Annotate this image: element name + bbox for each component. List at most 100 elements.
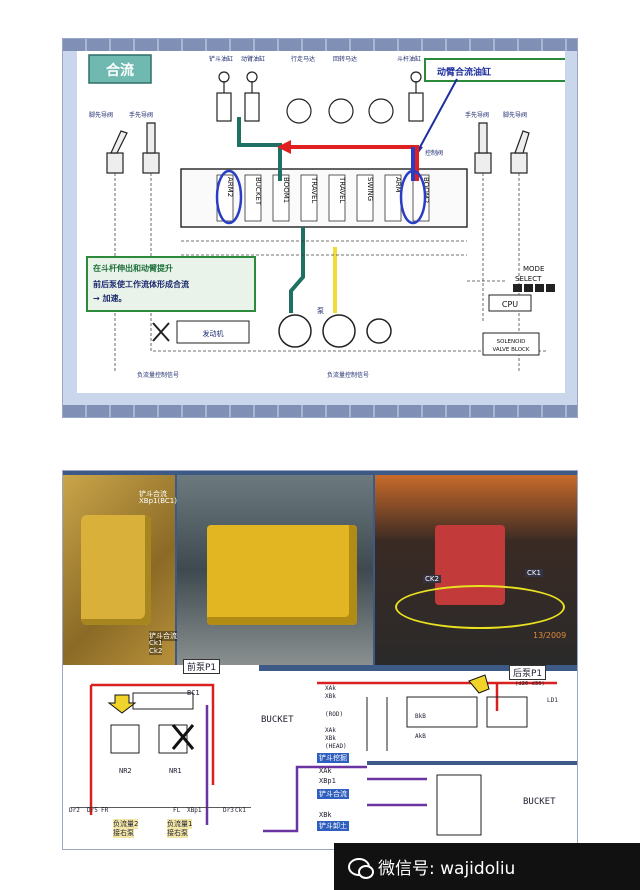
spool-3 xyxy=(300,174,318,222)
right-hand-pilot-label: 手先导阀 xyxy=(465,111,489,119)
wechat-icon xyxy=(348,857,374,879)
bucket-port-tag: (HEAD) xyxy=(325,743,347,750)
pump-label: 泵 xyxy=(317,307,324,315)
pilot-lines xyxy=(114,173,547,371)
solenoid-label: SOLENOID xyxy=(497,339,526,345)
bucket-label: BUCKET xyxy=(261,715,294,725)
negative-flow-right: 负流量控制信号 xyxy=(327,371,369,379)
spool-label: BOOM1 xyxy=(282,177,290,203)
nr1-label: NR1 xyxy=(169,767,182,775)
spool-label: ARM2 xyxy=(226,177,234,197)
valve-body-1 xyxy=(81,515,151,625)
cpu-box xyxy=(488,294,532,312)
bucket-port-code: XBk xyxy=(319,811,332,819)
bucket-port-tag: XBk xyxy=(325,693,336,700)
photo-label: Ck2 xyxy=(149,647,163,655)
wechat-watermark: 微信号: wajidoliu xyxy=(334,843,640,890)
valve-photo-3 xyxy=(375,475,577,665)
mode-button-3 xyxy=(546,284,555,292)
port-code: Dr5 xyxy=(87,807,98,814)
spool-label: ARM xyxy=(394,177,402,193)
left-foot-pilot-label: 脚先导阀 xyxy=(89,111,113,119)
actuator-label: 铲斗油缸 xyxy=(209,55,233,63)
actuator-label: 动臂油缸 xyxy=(241,55,265,63)
schematic-right xyxy=(257,671,577,761)
neg-flow-1: 接右泵 xyxy=(167,828,188,838)
boom2-highlight xyxy=(399,169,427,225)
port-code: Dr3 xyxy=(223,807,234,814)
pumps xyxy=(278,314,392,348)
bottom-brick-border xyxy=(63,405,577,417)
front-pump-label: 前泵P1 xyxy=(183,659,221,674)
bucket-port-tag: XAk xyxy=(325,727,336,734)
mode-button-0 xyxy=(513,284,522,292)
left-flow-paths xyxy=(89,683,215,825)
photo-label: XBp1(BC1) xyxy=(139,497,177,505)
photo-label: Ck1 xyxy=(149,639,163,647)
red-flow-line xyxy=(287,145,419,181)
select-label: SELECT xyxy=(515,275,542,283)
port-code: XBp1 xyxy=(187,807,202,814)
port-code: FL xyxy=(173,807,181,814)
photo-label: 铲斗合流 xyxy=(139,490,167,498)
port-code: Dr2 xyxy=(69,807,80,814)
neg-flow-1: 负流量1 xyxy=(167,819,193,829)
note-line-2: 前后泵使工作流体形成合流 xyxy=(93,279,189,289)
actuator-label: 回转马达 xyxy=(333,55,357,63)
title-box xyxy=(88,54,152,84)
fan-icon xyxy=(152,322,170,342)
callout-arrow xyxy=(418,78,458,150)
spool-label: BOOM2 xyxy=(422,177,430,203)
bucket-function-tag: 铲斗卸土 xyxy=(317,821,349,831)
valve-photo-2 xyxy=(177,475,373,665)
note-line-3: → 加速。 xyxy=(93,293,127,303)
flow-paths xyxy=(237,117,419,313)
spool-4 xyxy=(328,174,346,222)
engine-box xyxy=(176,320,250,344)
photo-date: 13/2009 xyxy=(533,631,567,640)
mode-button-2 xyxy=(535,284,544,292)
neg-flow-2: 负流量2 xyxy=(113,819,139,829)
port-code: Ck1 xyxy=(235,807,246,814)
note-line-1: 在斗杆伸出和动臂提升 xyxy=(93,263,173,273)
rear-pump-label: 后泵P1 xyxy=(509,665,547,680)
bucket-port-tag: XBk xyxy=(325,735,336,742)
rear-code: (d20-d30) xyxy=(515,681,545,687)
bc1-label: BC1 xyxy=(187,689,200,697)
spool-label: BUCKET xyxy=(254,177,262,206)
note-box xyxy=(86,256,256,312)
bucket-port-tag: AkB xyxy=(415,733,426,740)
curve-arrow-icon xyxy=(468,674,490,694)
bucket-function-tag: 铲斗合流 xyxy=(317,789,349,799)
bucket-port-tag: BkB xyxy=(415,713,426,720)
left-hand-pilot-label: 手先导阀 xyxy=(129,111,153,119)
actuators xyxy=(216,71,424,124)
bucket-port-tag: XAk xyxy=(325,685,336,692)
valve-block-label: VALVE BLOCK xyxy=(492,347,529,353)
green-flow-line xyxy=(237,117,282,181)
x-mark xyxy=(171,724,195,750)
actuator-label: 行走马达 xyxy=(291,55,315,63)
bucket-port-code: XAk xyxy=(319,767,332,775)
spool-label: SWING xyxy=(366,177,374,201)
yellow-ellipse xyxy=(395,585,565,629)
valve-photo-1 xyxy=(63,475,175,665)
neg-flow-2: 接右泵 xyxy=(113,828,134,838)
ld-code: LD1 xyxy=(547,697,558,704)
cpu-label: CPU xyxy=(502,300,518,309)
spool-5 xyxy=(356,174,374,222)
ck1-label: CK1 xyxy=(525,569,543,577)
nr2-label: NR2 xyxy=(119,767,132,775)
mode-button-1 xyxy=(524,284,533,292)
mode-buttons xyxy=(513,284,555,292)
valve-body-2 xyxy=(207,525,357,625)
right-foot-pilot-label: 脚先导阀 xyxy=(503,111,527,119)
green-pump-line xyxy=(289,227,305,313)
bucket-function-tag: 铲斗挖掘 xyxy=(317,753,349,763)
schematic-left xyxy=(63,665,259,849)
solenoid-box xyxy=(482,332,540,356)
